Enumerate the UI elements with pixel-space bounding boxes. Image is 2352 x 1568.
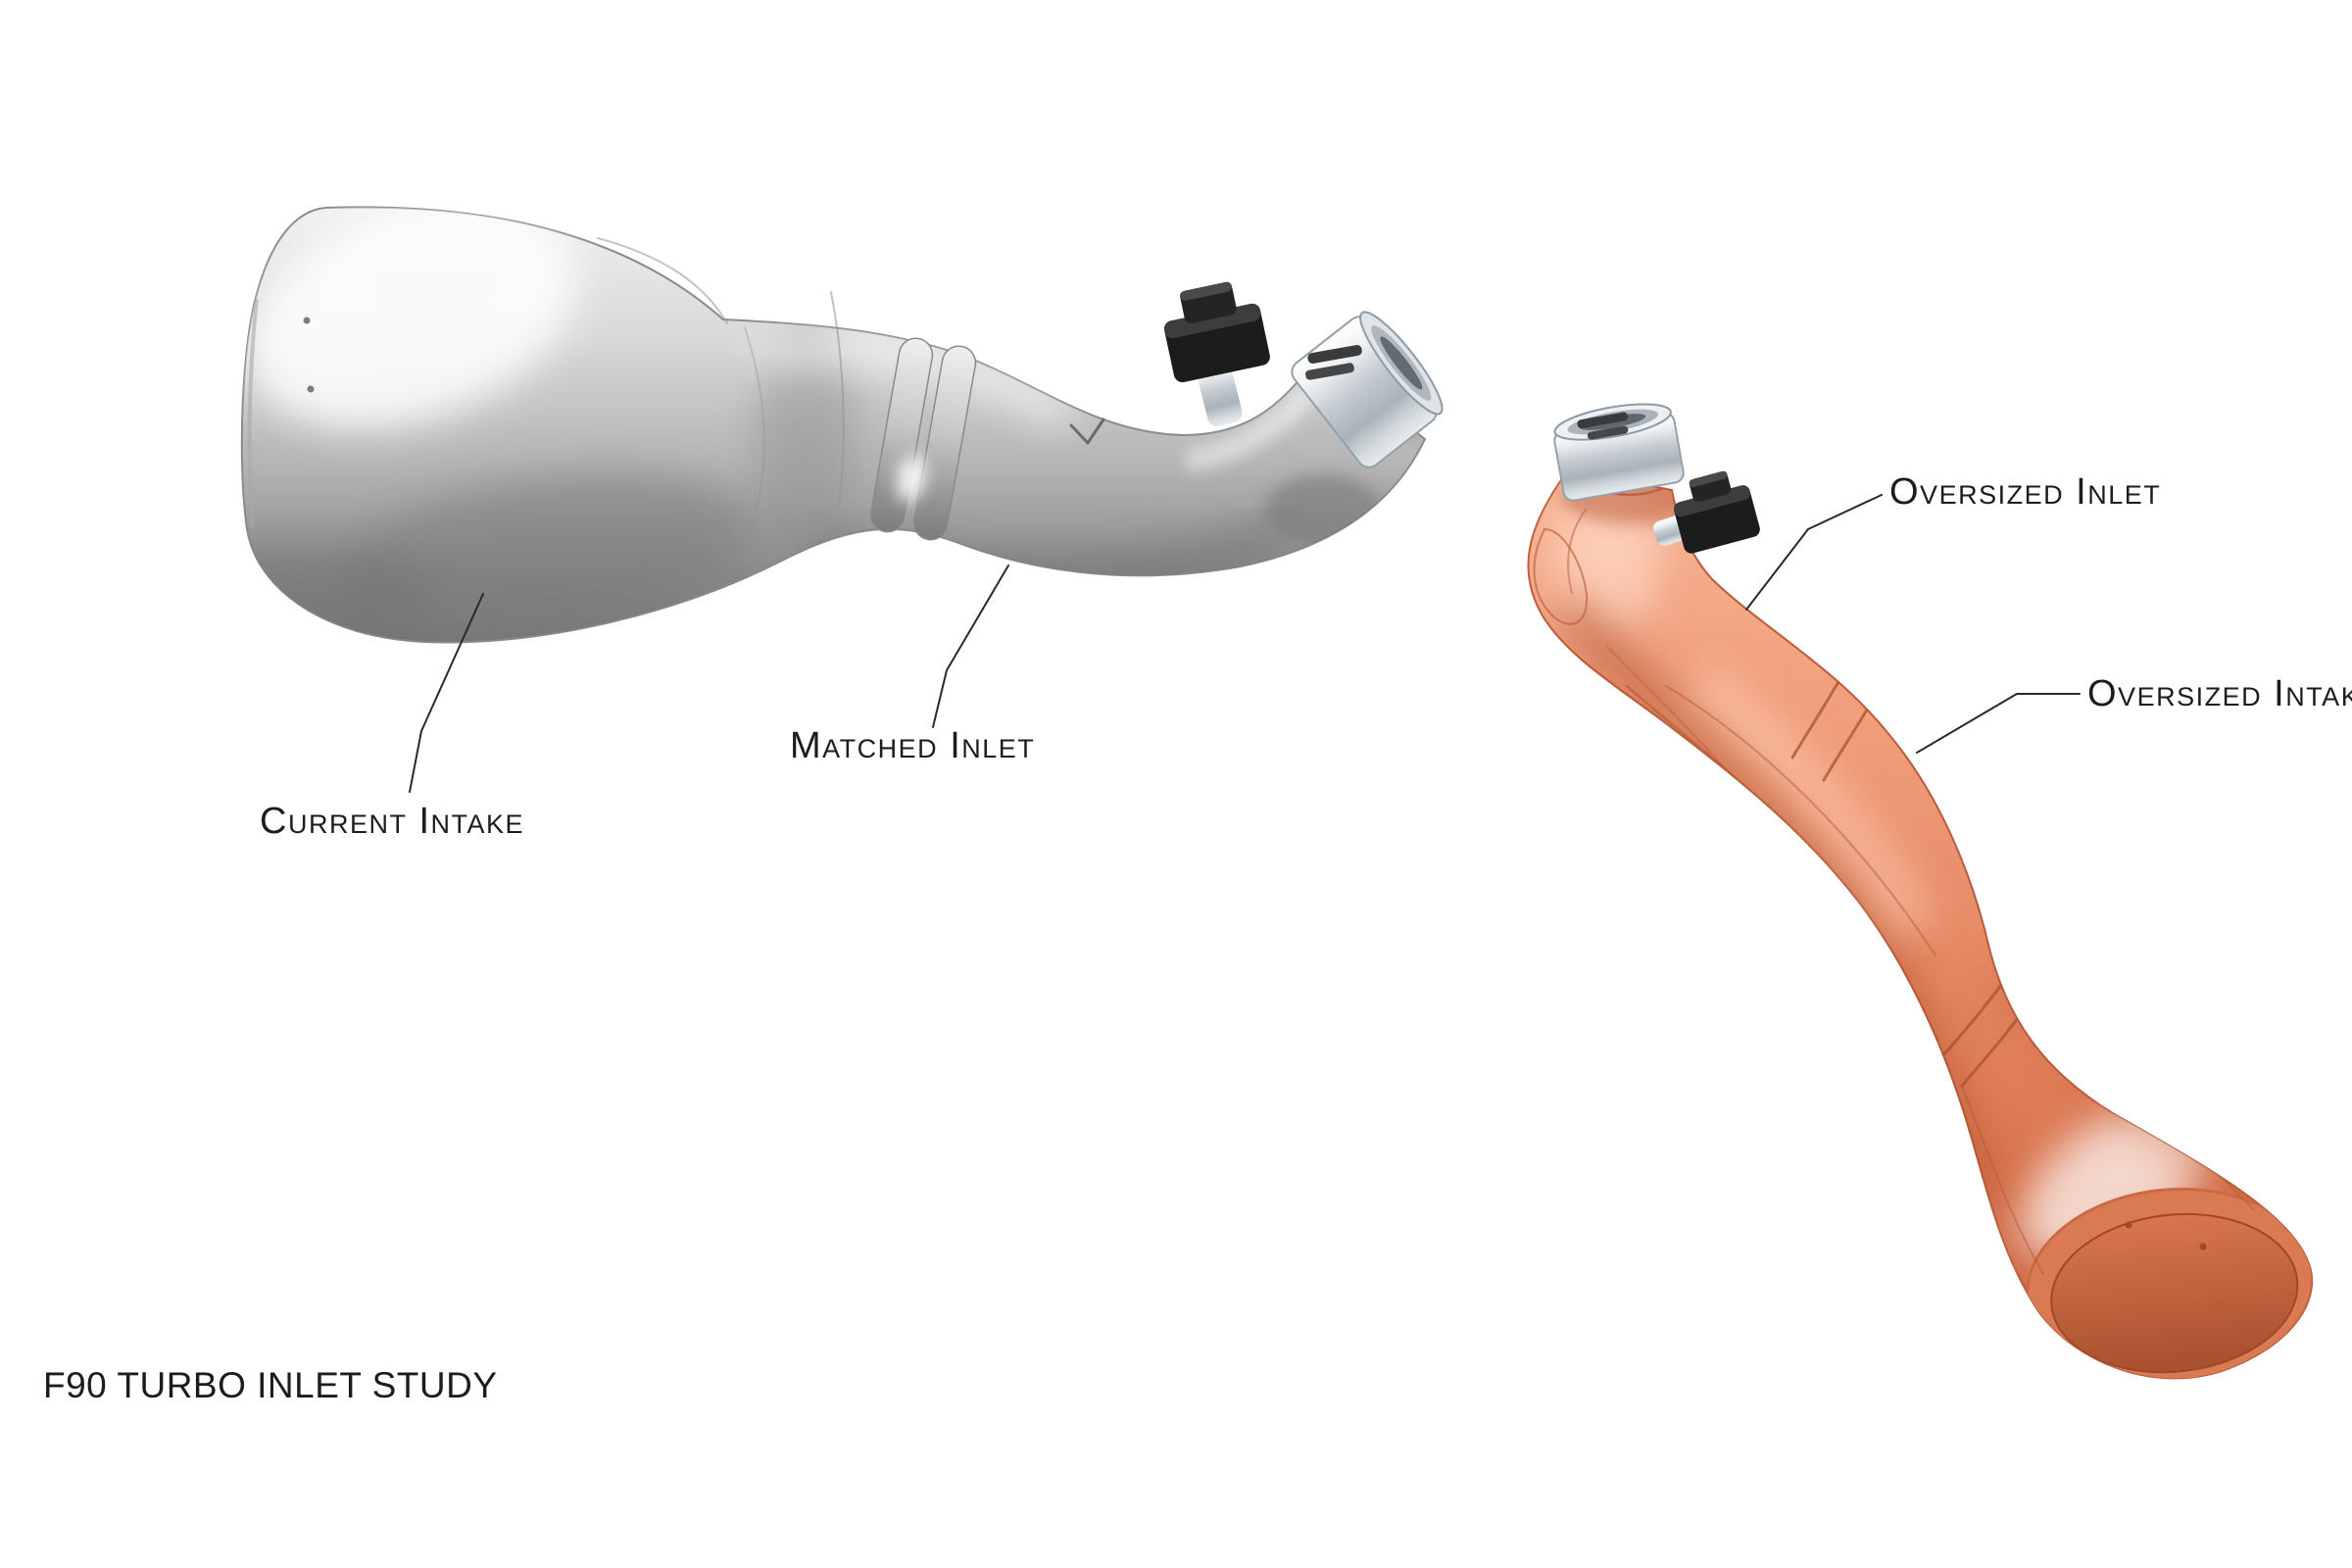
silicone-ring-highlight [897,455,926,502]
hose-junction-edge [830,291,845,507]
sensor-knob-top [1179,281,1233,301]
clamp-slot [1577,412,1629,429]
inlet-mouth [2025,1187,2313,1379]
sensor-knob-top [1689,470,1728,488]
bell-tangent-edge [1961,1085,2044,1275]
leader-current-intake [409,593,484,793]
sensor-body-top [1673,485,1750,517]
study-title: F90 TURBO INLET STUDY [43,1365,498,1405]
annotation-layer: Current Intake Matched Inlet Oversized I… [43,471,2352,1405]
clamp-slot [1305,363,1354,380]
mouth-rim-dot [2125,1221,2132,1229]
v-marking [1069,417,1105,445]
clamp-slot [1307,345,1362,364]
tube-tangent-edge [1665,685,1936,956]
leader-matched-inlet [932,564,1009,728]
elbow-edge [1567,509,1587,594]
rib-ring [1790,673,1844,760]
label-matched-inlet: Matched Inlet [790,725,1035,766]
label-oversized-inlet: Oversized Inlet [1889,471,2161,513]
clamp-slot [1587,425,1629,440]
map-sensor [1163,281,1270,427]
rib-ring [1960,1009,2025,1088]
current-intake-shading [241,207,1426,643]
label-current-intake: Current Intake [260,801,524,842]
leader-oversized-intake [1916,693,2081,754]
bell-tangent-edge [740,326,765,558]
map-sensor-oversized [1652,470,1760,554]
coupler-clamp-oversized [1553,403,1685,502]
label-oversized-intake: Oversized Intake [2087,673,2352,714]
sensor-body-top [1163,303,1261,339]
oversized-intake-pipe [1527,403,2314,1380]
bell-top-seam [597,237,728,324]
rib-ring [1938,983,2003,1060]
bell-vent-dot [303,317,311,324]
leader-oversized-inlet [1745,494,1883,611]
bell-vent-dot [307,385,315,393]
hose-clamp-beads [869,337,977,541]
mouth-rim-dot [2199,1243,2207,1250]
current-intake-pipe [240,206,1444,644]
